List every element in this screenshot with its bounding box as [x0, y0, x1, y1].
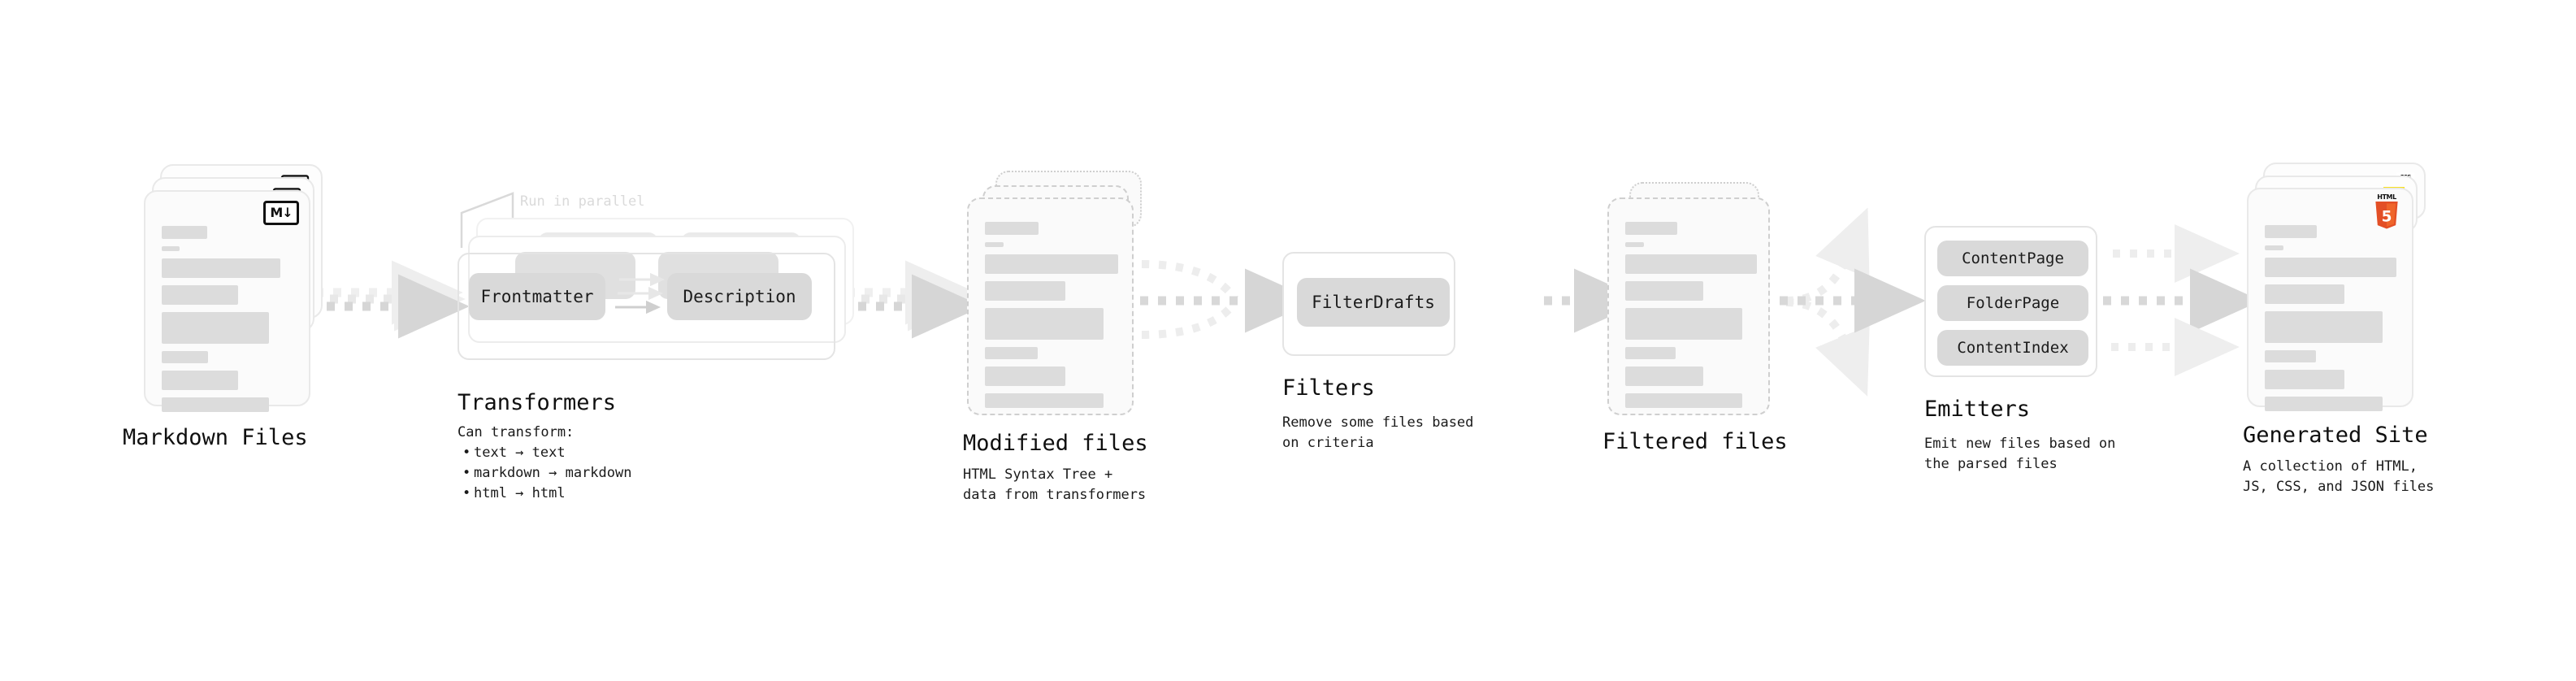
filtered-file-card-front [1607, 197, 1770, 415]
generated-file-card-html: HTML 5 [2247, 188, 2413, 411]
skeleton-line [162, 351, 208, 363]
emitter-pill-contentpage[interactable]: ContentPage [1937, 241, 2088, 276]
skeleton-line [1625, 254, 1757, 274]
skeleton-line [1625, 242, 1644, 247]
skeleton-line [2265, 397, 2383, 411]
markdown-file-card-front: M↓ [144, 190, 310, 412]
skeleton-line [985, 308, 1104, 340]
arrow-markdown-to-transformers [309, 260, 470, 339]
markdown-icon: M↓ [263, 201, 299, 225]
skeleton-line [162, 258, 280, 278]
skeleton-line [2265, 258, 2396, 277]
skeleton-line [2265, 311, 2383, 343]
transformers-desc-item: html → html [462, 484, 631, 504]
arrow-filtered-to-emitters [1780, 207, 1926, 397]
emitters-group-box: ContentPage FolderPage ContentIndex [1924, 226, 2097, 377]
skeleton-line [985, 393, 1104, 408]
arrow-modified-to-filters [1140, 260, 1316, 339]
skeleton-line [162, 371, 238, 390]
skeleton-line [985, 254, 1118, 274]
filtered-files-title: Filtered files [1602, 429, 1788, 454]
skeleton-line [2265, 225, 2317, 238]
filters-title: Filters [1282, 375, 1375, 401]
skeleton-line [985, 367, 1065, 386]
skeleton-line [2265, 284, 2344, 304]
transformers-desc-item: markdown → markdown [462, 463, 632, 484]
filter-pill-filterdrafts[interactable]: FilterDrafts [1297, 278, 1450, 327]
skeleton-line [2265, 245, 2283, 250]
skeleton-line [1625, 347, 1676, 359]
skeleton-line [162, 246, 180, 251]
skeleton-line [1625, 367, 1703, 386]
skeleton-line [2265, 350, 2316, 362]
svg-text:5: 5 [2382, 208, 2392, 225]
filters-subtitle: Remove some files based on criteria [1282, 414, 1474, 451]
html5-wordmark: HTML [2377, 193, 2396, 201]
html5-shield-icon: 5 [2375, 202, 2398, 229]
run-in-parallel-label: Run in parallel [520, 193, 645, 210]
emitters-subtitle: Emit new files based on the parsed files [1924, 436, 2116, 472]
skeleton-line [985, 222, 1039, 235]
skeleton-line [2265, 370, 2344, 389]
document-skeleton [162, 226, 294, 419]
transformers-description: Can transform: text → text markdown → ma… [458, 423, 631, 504]
skeleton-line [985, 347, 1038, 359]
document-skeleton [985, 222, 1118, 415]
emitters-title: Emitters [1924, 397, 2031, 422]
filters-group-box: FilterDrafts [1282, 252, 1455, 356]
skeleton-line [1625, 281, 1703, 301]
emitter-pill-contentindex[interactable]: ContentIndex [1937, 330, 2088, 366]
html5-icon: HTML 5 [2373, 194, 2400, 230]
skeleton-line [985, 281, 1065, 301]
transformers-desc-list: text → text markdown → markdown html → h… [458, 443, 632, 504]
skeleton-line [162, 285, 238, 305]
document-skeleton [2265, 225, 2397, 419]
modified-files-subtitle: HTML Syntax Tree + data from transformer… [963, 466, 1147, 503]
skeleton-line [1625, 393, 1742, 408]
modified-file-card-front [967, 197, 1134, 415]
skeleton-line [985, 242, 1004, 247]
modified-files-title: Modified files [963, 431, 1148, 456]
skeleton-line [162, 397, 269, 412]
transformers-desc-lead: Can transform: [458, 424, 575, 440]
document-skeleton [1625, 222, 1757, 415]
transformer-group-front: Frontmatter Description [458, 253, 835, 360]
skeleton-line [162, 226, 207, 239]
generated-site-title: Generated Site [2243, 423, 2428, 448]
transformers-desc-item: text → text [462, 443, 631, 463]
transformer-pill-description[interactable]: Description [667, 273, 812, 320]
markdown-files-title: Markdown Files [123, 425, 308, 450]
skeleton-line [162, 312, 269, 344]
skeleton-line [1625, 222, 1677, 235]
skeleton-line [1625, 308, 1742, 340]
transformer-pill-frontmatter[interactable]: Frontmatter [469, 273, 605, 320]
transformers-title: Transformers [458, 390, 617, 415]
arrow-emitters-to-site [2103, 224, 2262, 376]
generated-site-subtitle: A collection of HTML, JS, CSS, and JSON … [2243, 458, 2435, 495]
emitter-pill-folderpage[interactable]: FolderPage [1937, 285, 2088, 321]
